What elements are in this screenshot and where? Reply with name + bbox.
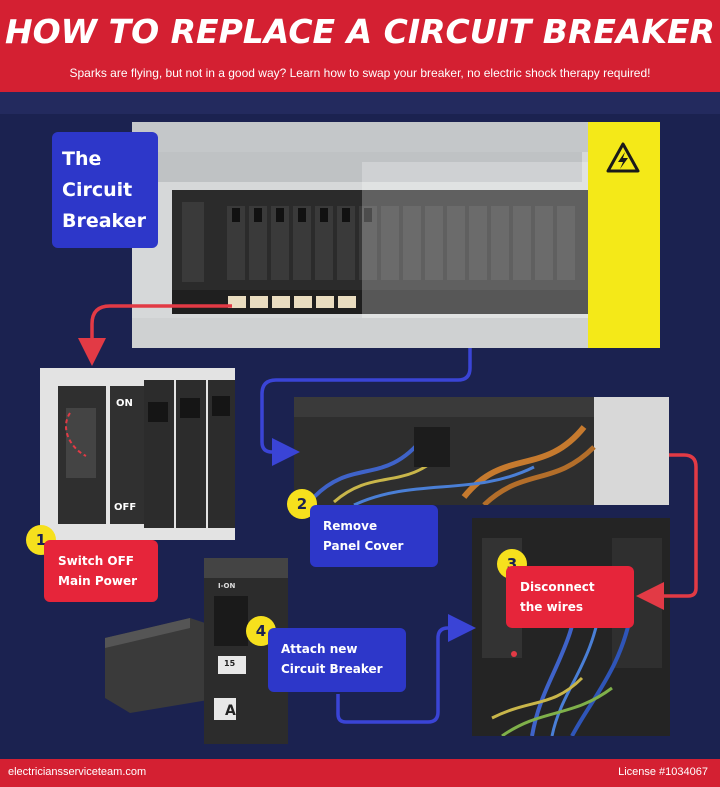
step-4-line1: Attach new xyxy=(281,642,358,656)
header-banner: HOW TO REPLACE A CIRCUIT BREAKER Sparks … xyxy=(0,0,720,92)
step-1-line1: Switch OFF xyxy=(58,554,135,568)
page-subtitle: Sparks are flying, but not in a good way… xyxy=(69,66,651,80)
step-4-label: Attach new Circuit Breaker xyxy=(268,628,406,692)
step-3-label: Disconnect the wires xyxy=(506,566,634,628)
step-1-line2: Main Power xyxy=(58,574,138,588)
intro-label-line3: Breaker xyxy=(62,210,146,232)
step-1-label: Switch OFF Main Power xyxy=(44,540,158,602)
new-breaker-photo: A I-ON 15 xyxy=(100,548,295,748)
exposed-wires-photo xyxy=(294,397,669,505)
step-3-line2: the wires xyxy=(520,600,583,614)
breaker-rating-mark: 15 xyxy=(224,659,236,668)
switch-off-mark: OFF xyxy=(114,502,137,513)
footer-license: License #1034067 xyxy=(618,766,708,778)
footer-bar: electriciansserviceteam.com License #103… xyxy=(0,759,720,787)
step-2-label: Remove Panel Cover xyxy=(310,505,438,567)
footer-website-link[interactable]: electriciansserviceteam.com xyxy=(8,766,147,778)
high-voltage-warning-icon xyxy=(606,142,640,173)
svg-text:A: A xyxy=(225,703,236,719)
step-3-line1: Disconnect xyxy=(520,580,595,594)
intro-label-line2: Circuit xyxy=(62,179,133,201)
breaker-on-mark: I-ON xyxy=(218,582,236,590)
page-title: HOW TO REPLACE A CIRCUIT BREAKER xyxy=(5,12,715,51)
switch-on-mark: ON xyxy=(116,398,133,409)
main-switch-photo: ON OFF xyxy=(40,368,235,540)
intro-label-line1: The xyxy=(62,148,102,170)
background-band xyxy=(0,92,720,114)
step-4-line2: Circuit Breaker xyxy=(281,662,383,676)
breaker-panel-photo xyxy=(132,122,660,348)
step-2-line1: Remove xyxy=(323,519,378,533)
step-2-line2: Panel Cover xyxy=(323,539,404,553)
circuit-breaker-intro-label: The Circuit Breaker xyxy=(52,132,158,248)
